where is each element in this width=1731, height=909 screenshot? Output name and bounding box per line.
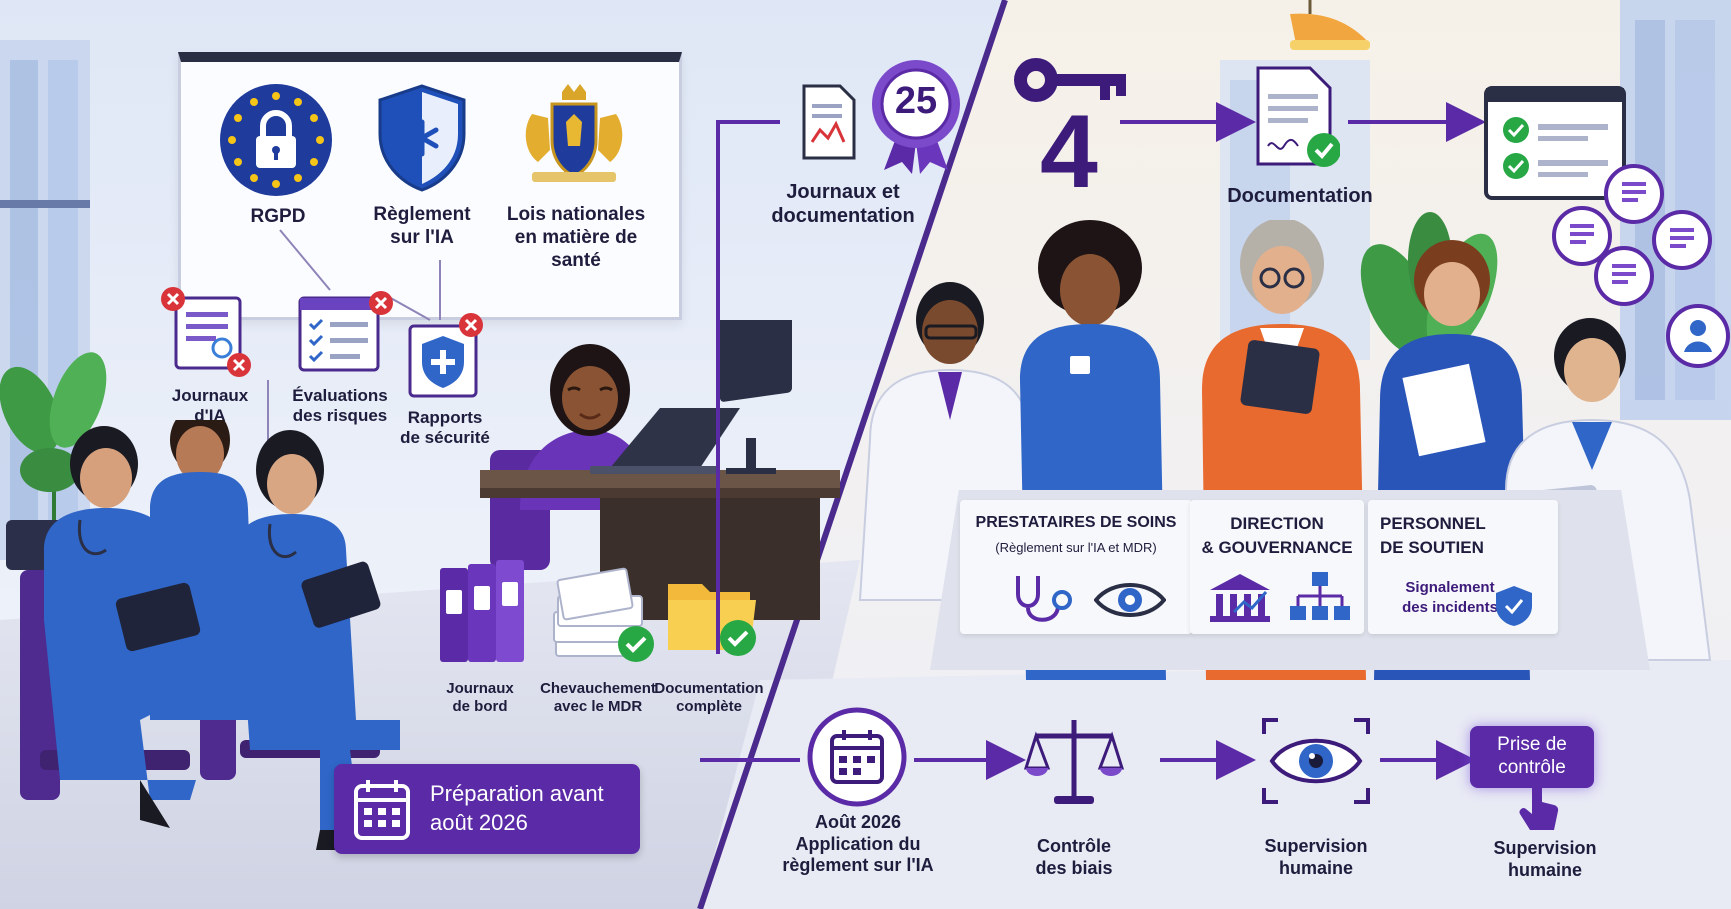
signed-document-icon	[1256, 66, 1340, 167]
timeline-label-bias: Contrôle des biais	[1035, 836, 1113, 878]
institution-icon	[1210, 574, 1270, 622]
checklist-screen-icon	[1484, 86, 1626, 200]
ai-logs-icon	[174, 296, 242, 370]
panel-care-subtitle: (Règlement sur l'IA et MDR)	[995, 540, 1157, 555]
logs-document-icon	[802, 84, 856, 160]
seated-nurses	[20, 420, 400, 850]
key-number: 4	[1040, 94, 1098, 210]
ai-act-shield-icon	[378, 84, 466, 192]
logs-label: Journaux et documentation	[771, 181, 915, 227]
timeline-label-oversight: Supervision humaine	[1264, 836, 1368, 878]
safety-report-icon	[408, 324, 478, 398]
timeline-arrows	[700, 740, 1476, 780]
scales-icon	[1024, 720, 1124, 804]
doc-label-logbooks: Journaux de bord	[446, 680, 514, 715]
arrows-top	[1120, 102, 1486, 142]
timeline-label-oversight-2: Supervision humaine	[1493, 838, 1597, 880]
pointer-hand-icon	[1519, 778, 1559, 830]
prep-banner-text: Préparation avant août 2026	[430, 781, 604, 835]
key-icon	[1014, 58, 1126, 102]
stethoscope-icon	[1016, 576, 1072, 622]
board-label-rgpd: RGPD	[250, 206, 306, 227]
document-stack-icon	[553, 567, 654, 662]
oversight-eye-icon	[1262, 718, 1370, 804]
risk-label-safety: Rapports de sécurité	[400, 408, 490, 448]
documentation-label: Documentation	[1227, 185, 1373, 207]
panel-support-subtitle: DE SOUTIEN	[1380, 538, 1484, 557]
shield-check-icon	[1496, 586, 1532, 626]
board-label-ai-act: Règlement sur l'IA	[373, 204, 471, 248]
calendar-icon	[354, 780, 410, 840]
purple-connector	[716, 120, 780, 654]
board-label-national-law: Lois nationales en matière de santé	[506, 204, 646, 271]
coat-of-arms-icon	[525, 84, 623, 182]
x-icon	[227, 353, 251, 377]
risk-assessment-icon	[298, 296, 380, 372]
panel-gov-subtitle: & GOUVERNANCE	[1201, 538, 1353, 557]
eye-icon	[1094, 583, 1166, 617]
x-icon	[369, 291, 393, 315]
calendar-circle-icon	[807, 707, 907, 807]
folder-icon	[668, 584, 756, 656]
x-icon	[161, 287, 185, 311]
org-chart-icon	[1290, 572, 1350, 620]
eu-lock-icon	[220, 84, 332, 196]
takeover-button[interactable]: Prise de contrôle	[1470, 726, 1594, 788]
incident-reporting-label: Signalement des incidents	[1402, 579, 1498, 616]
panel-care-title: PRESTATAIRES DE SOINS	[975, 514, 1177, 531]
timeline-label-august: Août 2026 Application du règlement sur l…	[782, 812, 934, 876]
doc-label-complete: Documentation complète	[654, 680, 764, 715]
panel-support-title: PERSONNEL	[1380, 514, 1486, 533]
compliance-badges	[1552, 164, 1730, 368]
risk-label-assessments: Évaluations des risques	[292, 386, 388, 426]
badge-icon	[872, 60, 960, 174]
panel-gov-title: DIRECTION	[1230, 514, 1324, 533]
x-icon	[459, 313, 483, 337]
binders-icon	[440, 560, 524, 662]
panel-care-providers	[960, 500, 1192, 634]
doc-label-mdr-overlap: Chevauchement avec le MDR	[540, 680, 656, 715]
badge-number: 25	[894, 80, 938, 122]
